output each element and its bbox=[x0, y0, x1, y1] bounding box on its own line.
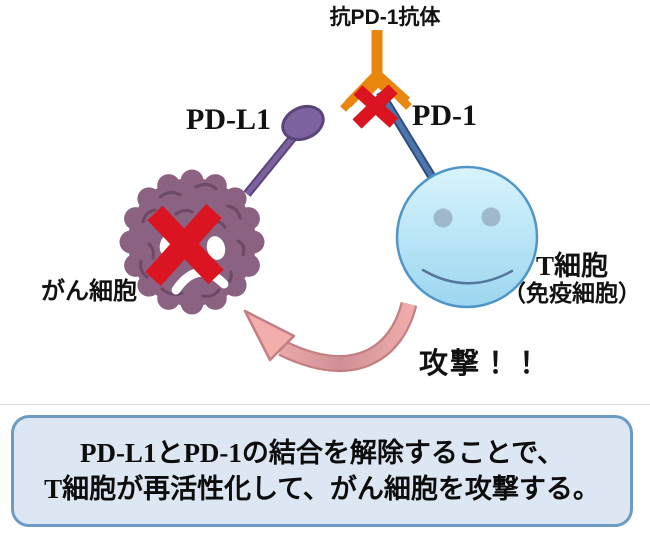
cancer-blocked-x-icon bbox=[145, 203, 224, 287]
attack-label: 攻撃！！ bbox=[419, 348, 544, 380]
caption-box: PD-L1とPD-1の結合を解除することで、 T細胞が再活性化して、がん細胞を攻… bbox=[11, 415, 633, 527]
cancer-cell-texture bbox=[139, 182, 246, 298]
page-divider-line bbox=[0, 404, 650, 405]
t-cell-left-eye bbox=[433, 208, 453, 228]
t-cell-icon bbox=[395, 165, 539, 309]
pd1-label: PD-1 bbox=[412, 99, 477, 132]
binding-blocked-x-icon bbox=[352, 84, 399, 129]
cancer-cell-label: がん細胞 bbox=[41, 279, 137, 305]
cancer-cell-icon bbox=[119, 169, 265, 315]
t-cell-label: T細胞 （免疫細胞） bbox=[494, 251, 650, 307]
pd1-receptor-stick bbox=[376, 89, 441, 188]
t-cell-smile bbox=[421, 268, 514, 285]
caption-line1: PD-L1とPD-1の結合を解除することで、 bbox=[79, 437, 565, 468]
pdl1-label: PD-L1 bbox=[186, 103, 271, 136]
diagram-graphics bbox=[119, 30, 539, 372]
t-cell-label-line1: T細胞 bbox=[535, 251, 608, 281]
caption-line2: T細胞が再活性化して、がん細胞を攻撃する。 bbox=[44, 473, 600, 504]
attack-arrow-icon bbox=[243, 301, 418, 372]
t-cell-right-eye bbox=[481, 207, 501, 227]
t-cell-label-line2: （免疫細胞） bbox=[503, 281, 641, 307]
pdl1-ligand-icon bbox=[243, 104, 325, 197]
antibody-label: 抗PD-1抗体 bbox=[329, 6, 441, 29]
